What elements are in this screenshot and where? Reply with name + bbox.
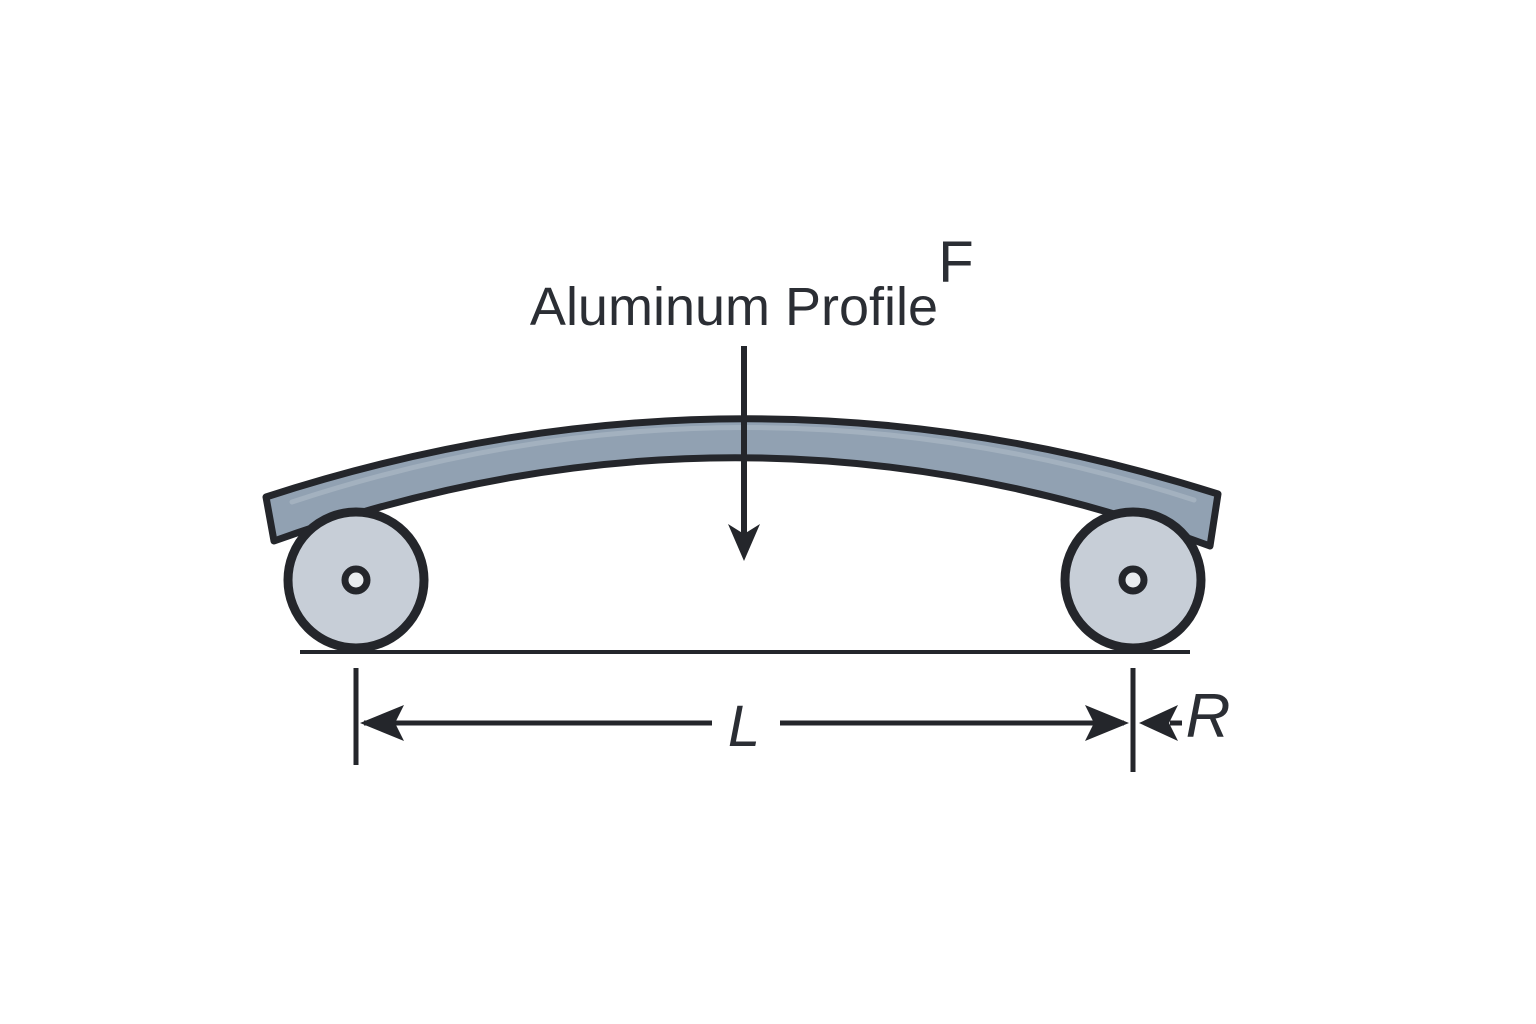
span-arrowhead-left-icon xyxy=(360,705,404,741)
overhang-arrowhead-icon xyxy=(1139,705,1178,741)
beam-label: Aluminum Profile xyxy=(530,277,938,337)
span-arrowhead-right-icon xyxy=(1085,705,1129,741)
force-label: F xyxy=(938,230,973,295)
span-label: L xyxy=(728,694,760,759)
force-arrowhead-icon xyxy=(728,524,760,561)
overhang-label: R xyxy=(1186,682,1231,751)
right-roller-hub-icon xyxy=(1118,565,1148,595)
left-roller-hub-icon xyxy=(341,565,371,595)
